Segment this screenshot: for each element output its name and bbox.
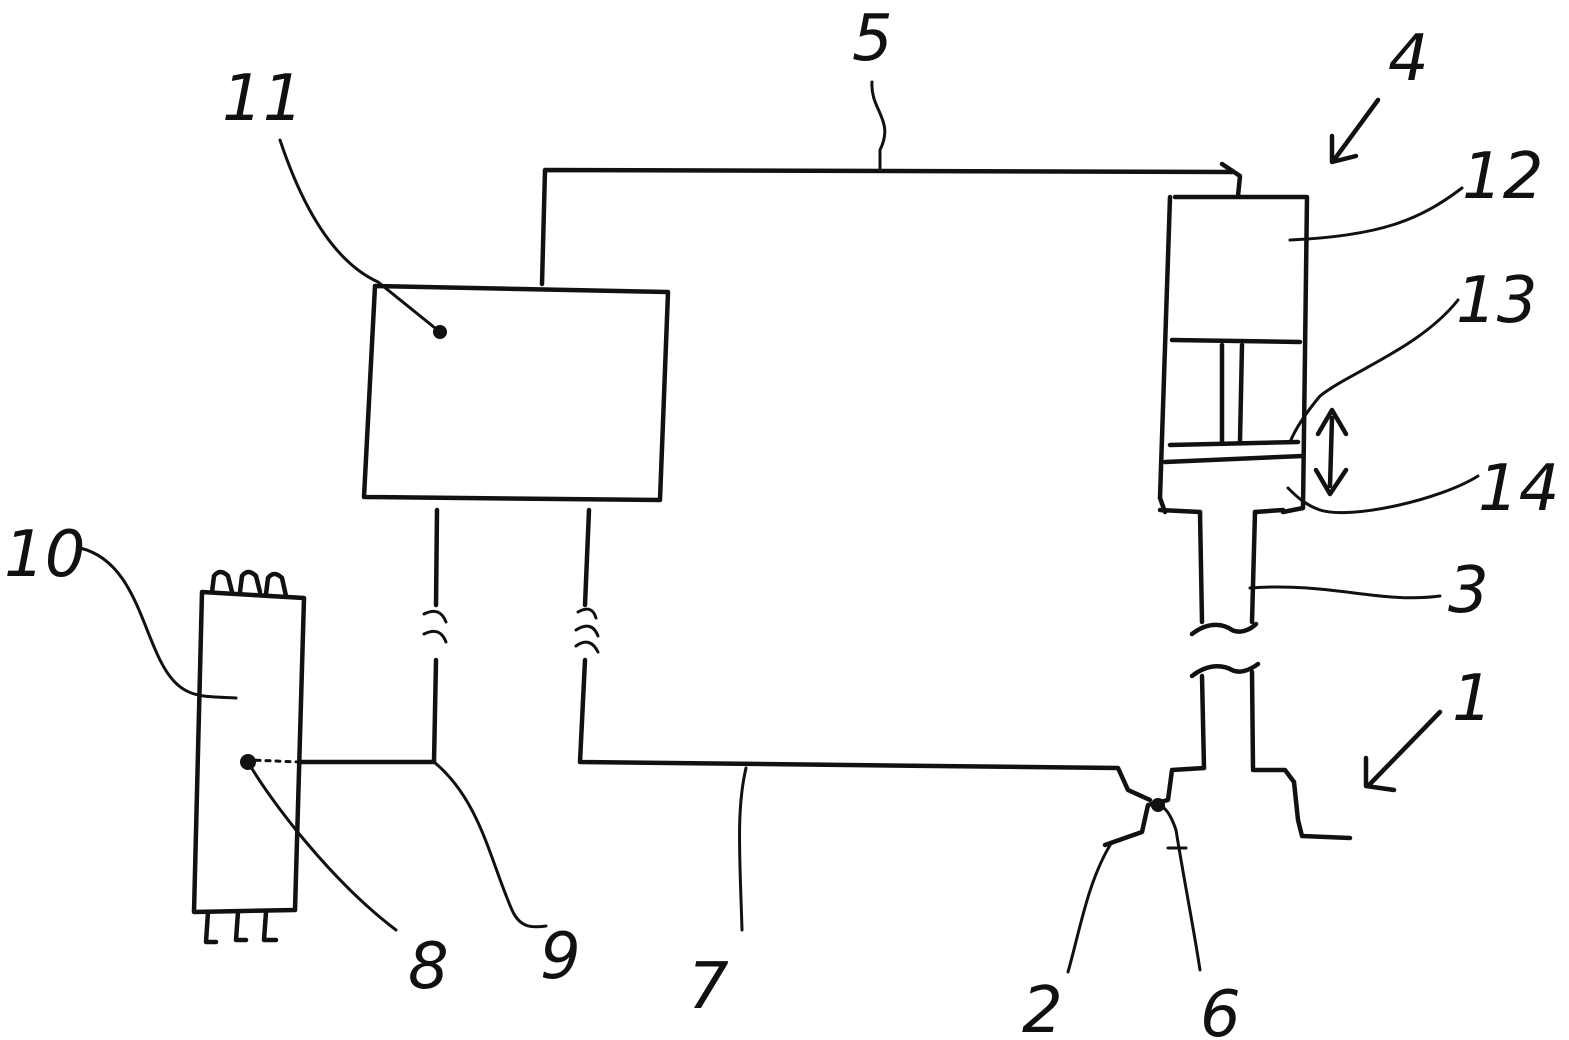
external-device-box bbox=[194, 592, 304, 912]
label-14: 14 bbox=[1478, 452, 1559, 526]
label-2: 2 bbox=[1022, 974, 1063, 1040]
leader-10 bbox=[80, 548, 236, 698]
piston-rod-lower bbox=[1202, 672, 1253, 768]
leader-8 bbox=[248, 762, 396, 930]
label-12: 12 bbox=[1462, 140, 1543, 214]
label-7: 7 bbox=[688, 950, 729, 1024]
leader-6 bbox=[1158, 805, 1200, 970]
cylinder-bottom-left bbox=[1160, 510, 1200, 512]
line-5-arrowhead bbox=[1222, 164, 1240, 196]
piston-plate-upper bbox=[1170, 442, 1298, 445]
cylinder-bottom-right bbox=[1255, 510, 1283, 512]
leader-9 bbox=[434, 762, 546, 927]
leader-13 bbox=[1290, 300, 1458, 442]
line-9-dashed-end bbox=[250, 760, 300, 762]
line-9-break-mark-a bbox=[424, 611, 446, 622]
piston-rod-inner-right bbox=[1240, 345, 1242, 441]
line-7-break-mark-b bbox=[576, 626, 598, 636]
line-7 bbox=[580, 510, 1150, 800]
label-4: 4 bbox=[1388, 22, 1429, 96]
leader-3 bbox=[1250, 587, 1440, 598]
label-3: 3 bbox=[1448, 554, 1489, 628]
leader-2 bbox=[1068, 842, 1112, 972]
piston-plate-lower bbox=[1165, 456, 1303, 462]
rod-break-upper bbox=[1192, 624, 1256, 634]
motion-arrow-shaft bbox=[1330, 418, 1332, 486]
label-5: 5 bbox=[852, 2, 893, 76]
valve-body-right bbox=[1253, 770, 1350, 838]
line-7-break-mark-a bbox=[578, 609, 596, 618]
arrow-4-shaft bbox=[1334, 100, 1378, 160]
arrow-1-shaft bbox=[1370, 712, 1440, 784]
label-10: 10 bbox=[4, 518, 85, 592]
cylinder-chamber-line bbox=[1172, 340, 1300, 342]
device-bottom-pins bbox=[206, 912, 276, 942]
piston-rod-upper bbox=[1200, 512, 1255, 622]
leader-12 bbox=[1290, 188, 1462, 240]
label-1: 1 bbox=[1452, 662, 1493, 736]
control-unit-box bbox=[364, 286, 668, 500]
label-8: 8 bbox=[408, 930, 449, 1004]
label-13: 13 bbox=[1456, 264, 1537, 338]
line-9 bbox=[300, 510, 437, 762]
label-11: 11 bbox=[222, 62, 303, 136]
line-7-break-mark-c bbox=[576, 642, 598, 652]
label-9: 9 bbox=[540, 920, 581, 994]
line-9-break-mark-b bbox=[424, 631, 446, 642]
cylinder-housing bbox=[1160, 197, 1307, 512]
label-6: 6 bbox=[1200, 978, 1241, 1040]
leader-14 bbox=[1288, 476, 1478, 513]
line-5 bbox=[542, 170, 1232, 284]
leader-7 bbox=[740, 768, 747, 930]
leader-5 bbox=[872, 82, 885, 168]
leader-11 bbox=[280, 140, 440, 332]
